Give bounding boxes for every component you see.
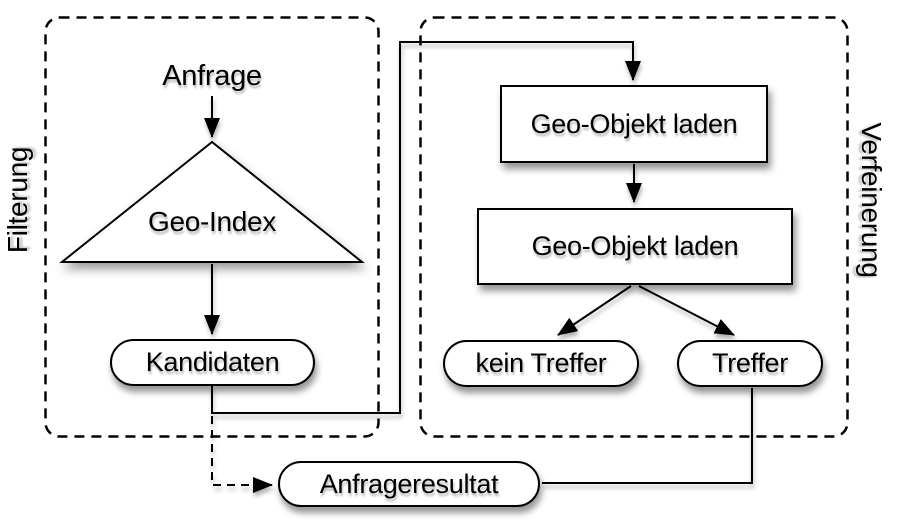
- edge-kandidaten-to-load1: [211, 41, 641, 414]
- edge-load2-to-treffer: [638, 285, 735, 336]
- edge-kandidaten-to-anfrageresultat-dashed: [211, 416, 273, 493]
- stage-label-filterung: Filterung: [2, 146, 33, 254]
- node-anfrageresultat: Anfrageresultat: [278, 461, 540, 507]
- verfeinerung-boundary-box: [419, 16, 849, 438]
- geo-index-triangle: [59, 140, 365, 263]
- node-kein-treffer: kein Treffer: [443, 340, 639, 387]
- node-geo-objekt-laden-1: Geo-Objekt laden: [500, 85, 768, 163]
- edge-treffer-to-anfrageresultat: [542, 388, 753, 484]
- node-kandidaten: Kandidaten: [110, 339, 315, 386]
- edge-load2-to-keintreffer: [557, 285, 632, 336]
- node-treffer: Treffer: [677, 340, 823, 387]
- node-geo-index-label: Geo-Index: [147, 206, 277, 237]
- node-anfrage: Anfrage: [162, 59, 262, 92]
- node-geo-objekt-laden-2: Geo-Objekt laden: [477, 208, 793, 285]
- stage-label-verfeinerung: Verfeinerung: [856, 122, 887, 278]
